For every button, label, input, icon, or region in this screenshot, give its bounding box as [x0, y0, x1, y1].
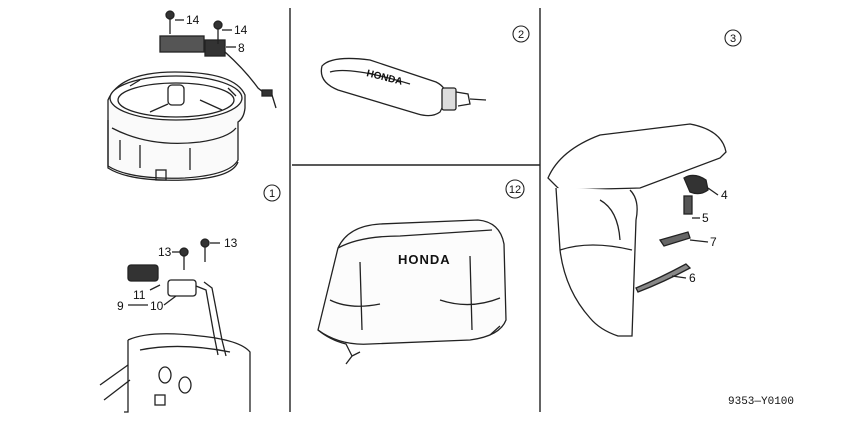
callout-6: 6 — [689, 271, 696, 285]
engine-cover — [317, 219, 507, 365]
ignition-module-assembly — [107, 10, 277, 181]
drawing-code: 9353—Y0100 — [728, 396, 794, 408]
callout-10: 10 — [150, 299, 164, 313]
callout-13-right: 13 — [224, 236, 238, 250]
section-marker-12: 12 — [505, 179, 525, 199]
callout-13-left: 13 — [158, 245, 172, 259]
callout-14-upper-right: 14 — [234, 23, 248, 37]
callout-7: 7 — [710, 235, 717, 249]
grease-tube — [320, 57, 487, 117]
cover-brand-label: HONDA — [398, 252, 451, 267]
callout-14-upper-left: 14 — [186, 13, 200, 27]
lower-cover-assembly — [547, 123, 727, 337]
callout-8: 8 — [238, 41, 245, 55]
svg-text:3: 3 — [730, 33, 736, 45]
panel-dividers — [289, 8, 541, 412]
callout-4: 4 — [721, 188, 728, 202]
callout-11: 11 — [133, 288, 146, 302]
callout-9: 9 — [117, 299, 124, 313]
section-marker-3: 3 — [724, 29, 742, 47]
callout-5: 5 — [702, 211, 709, 225]
svg-text:2: 2 — [518, 29, 524, 41]
svg-text:1: 1 — [269, 188, 275, 200]
section-marker-2: 2 — [512, 25, 530, 43]
section-marker-1: 1 — [263, 184, 281, 202]
connector-assembly — [99, 238, 251, 413]
svg-text:12: 12 — [509, 184, 521, 196]
